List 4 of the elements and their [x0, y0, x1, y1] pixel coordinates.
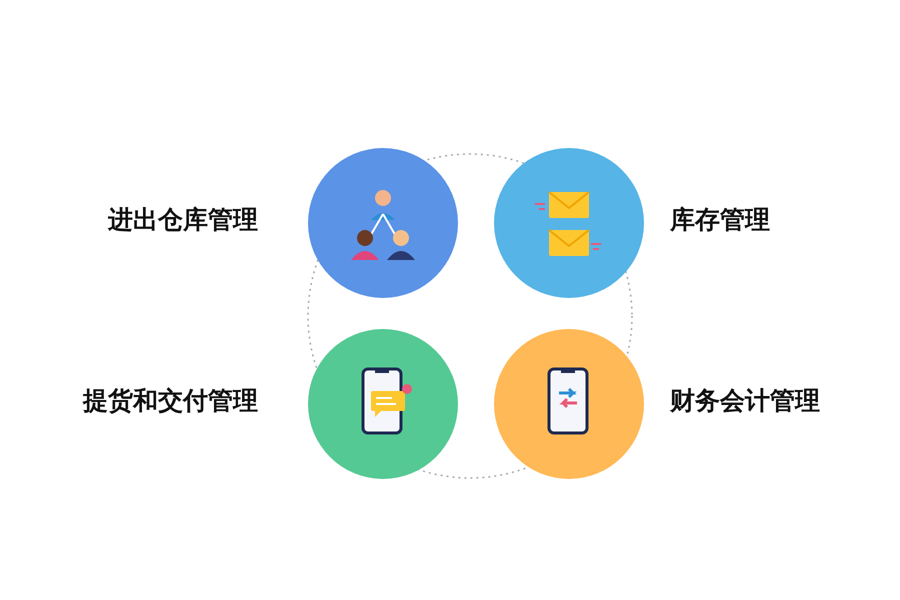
category-label: 财务会计管理 — [670, 385, 820, 417]
category-label: 进出仓库管理 — [108, 204, 258, 236]
category-label: 库存管理 — [670, 204, 770, 236]
category-label: 提货和交付管理 — [83, 385, 258, 417]
